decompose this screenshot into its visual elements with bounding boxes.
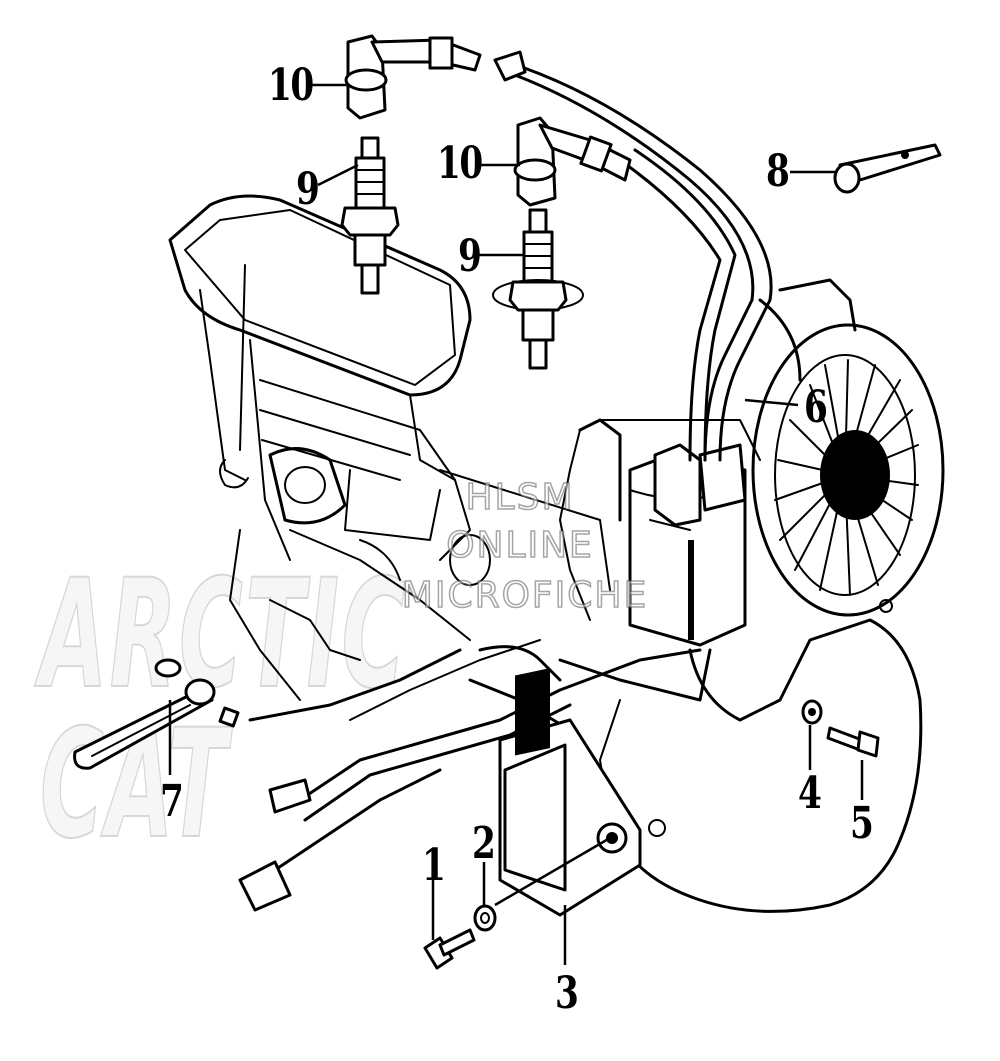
spark-plug-lower <box>492 208 584 370</box>
plug-cap-lower <box>513 116 632 207</box>
ht-leads <box>493 50 773 462</box>
watermark-line-2: ONLINE <box>445 525 594 566</box>
spark-plug-upper <box>340 136 400 295</box>
watermark-line-3: MICROFICHE <box>401 575 649 616</box>
callout-7: 7 <box>160 776 184 827</box>
ignition-coil <box>628 443 747 647</box>
callout-10-upper: 10 <box>268 60 314 111</box>
callout-6: 6 <box>804 382 828 433</box>
wiring-harness <box>218 639 712 912</box>
watermark-line-1: HLSM <box>465 477 575 518</box>
callout-2: 2 <box>472 818 496 869</box>
plug-cap-upper <box>344 34 482 120</box>
callout-9-upper: 9 <box>296 164 320 215</box>
cylinder-block <box>229 379 611 701</box>
callout-1: 1 <box>422 840 446 891</box>
ground-strap <box>73 658 216 770</box>
callout-8: 8 <box>766 146 790 197</box>
leader-lines <box>168 83 864 965</box>
washer-2 <box>473 904 497 932</box>
callout-3: 3 <box>555 968 579 1019</box>
cylinder-head <box>168 194 472 561</box>
callout-10-lower: 10 <box>437 138 483 189</box>
flywheel-fan <box>751 323 945 617</box>
callout-5: 5 <box>850 798 874 849</box>
cdi-unit <box>498 668 642 917</box>
bolt-5 <box>826 726 880 758</box>
nut-4 <box>801 699 823 725</box>
bolt-1 <box>423 928 476 970</box>
brand-watermark: ARCTIC CAT <box>39 548 408 872</box>
callout-9-lower: 9 <box>458 231 482 282</box>
wire-clamp <box>833 143 942 194</box>
callout-4: 4 <box>798 768 822 819</box>
